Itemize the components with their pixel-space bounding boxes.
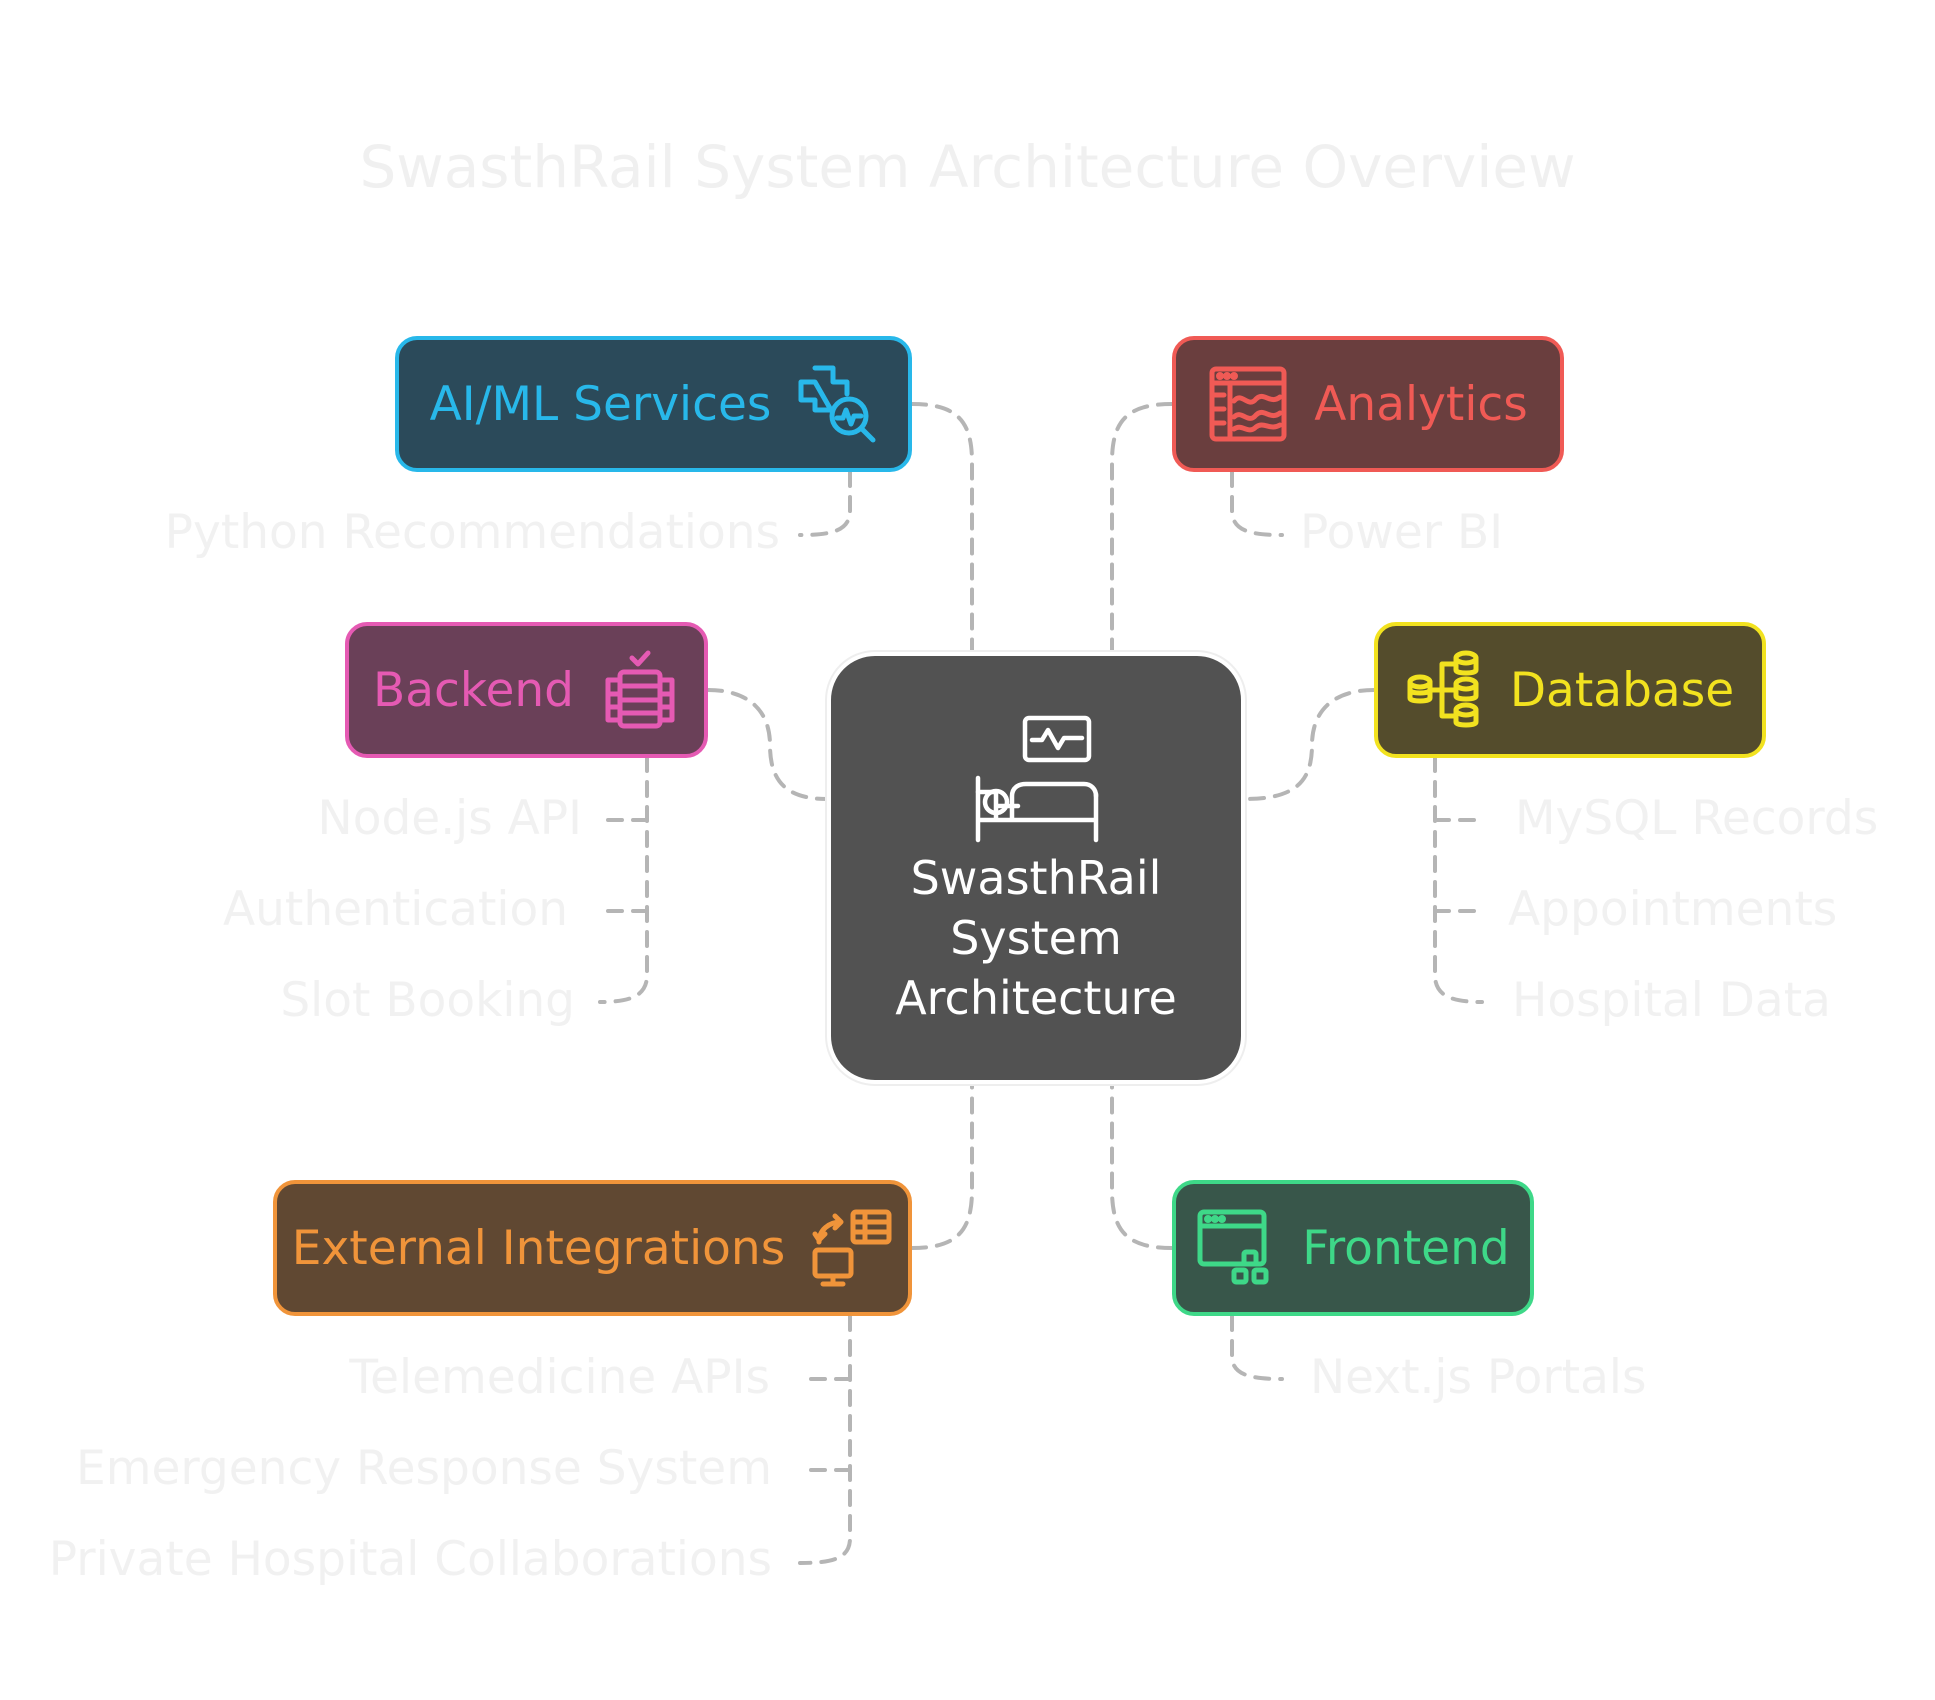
leaf-appointments: Appointments xyxy=(1508,882,1838,937)
hospital-bed-monitor-icon xyxy=(975,715,1099,843)
node-frontend-label: Frontend xyxy=(1302,1220,1510,1276)
node-external-integrations[interactable]: External Integrations xyxy=(273,1180,912,1316)
leaf-nodejs-api: Node.js API xyxy=(317,791,582,846)
connector-frontend xyxy=(1110,1082,1174,1250)
connector-analytics-leaf xyxy=(1230,470,1284,537)
integration-exchange-icon xyxy=(812,1209,892,1287)
leaf-authentication: Authentication xyxy=(222,882,568,937)
leaf-python-recommendations: Python Recommendations xyxy=(164,505,780,560)
connector-external-leaves xyxy=(798,1314,852,1565)
dashboard-chart-icon xyxy=(1209,366,1287,442)
leaf-slot-booking: Slot Booking xyxy=(280,973,575,1028)
node-ai-ml-services[interactable]: AI/ML Services xyxy=(395,336,912,472)
leaf-power-bi: Power BI xyxy=(1300,505,1504,560)
leaf-telemedicine-apis: Telemedicine APIs xyxy=(349,1350,770,1405)
node-ai-ml-services-label: AI/ML Services xyxy=(429,376,772,432)
page-title: SwasthRail System Architecture Overview xyxy=(359,133,1576,201)
node-analytics-label: Analytics xyxy=(1314,376,1528,432)
connector-backend xyxy=(706,688,829,801)
node-database[interactable]: Database xyxy=(1374,622,1766,758)
connector-database xyxy=(1243,688,1376,801)
connector-external xyxy=(910,1082,974,1250)
connector-ai-ml xyxy=(910,402,974,654)
medical-cross-search-icon xyxy=(798,365,876,443)
web-components-icon xyxy=(1197,1209,1269,1285)
node-analytics[interactable]: Analytics xyxy=(1172,336,1564,472)
server-rack-icon xyxy=(605,650,675,729)
center-node-label: SwasthRail System Architecture xyxy=(895,851,1177,1025)
connector-backend-leaves xyxy=(598,755,649,1004)
leaf-nextjs-portals: Next.js Portals xyxy=(1310,1350,1647,1405)
center-node[interactable]: SwasthRail System Architecture xyxy=(827,652,1245,1084)
leaf-emergency-response-system: Emergency Response System xyxy=(76,1441,772,1496)
node-external-integrations-label: External Integrations xyxy=(291,1220,786,1276)
node-frontend[interactable]: Frontend xyxy=(1172,1180,1534,1316)
connector-analytics xyxy=(1110,402,1174,654)
leaf-hospital-data: Hospital Data xyxy=(1512,973,1831,1028)
connector-database-leaves xyxy=(1433,755,1484,1004)
node-backend[interactable]: Backend xyxy=(345,622,708,758)
node-database-label: Database xyxy=(1509,662,1735,718)
connector-ai-ml-leaf xyxy=(798,470,852,537)
node-backend-label: Backend xyxy=(373,662,574,718)
connector-frontend-leaf xyxy=(1230,1314,1284,1381)
database-tree-icon xyxy=(1407,650,1479,728)
leaf-private-hospital-collaborations: Private Hospital Collaborations xyxy=(48,1532,772,1587)
leaf-mysql-records: MySQL Records xyxy=(1515,791,1879,846)
